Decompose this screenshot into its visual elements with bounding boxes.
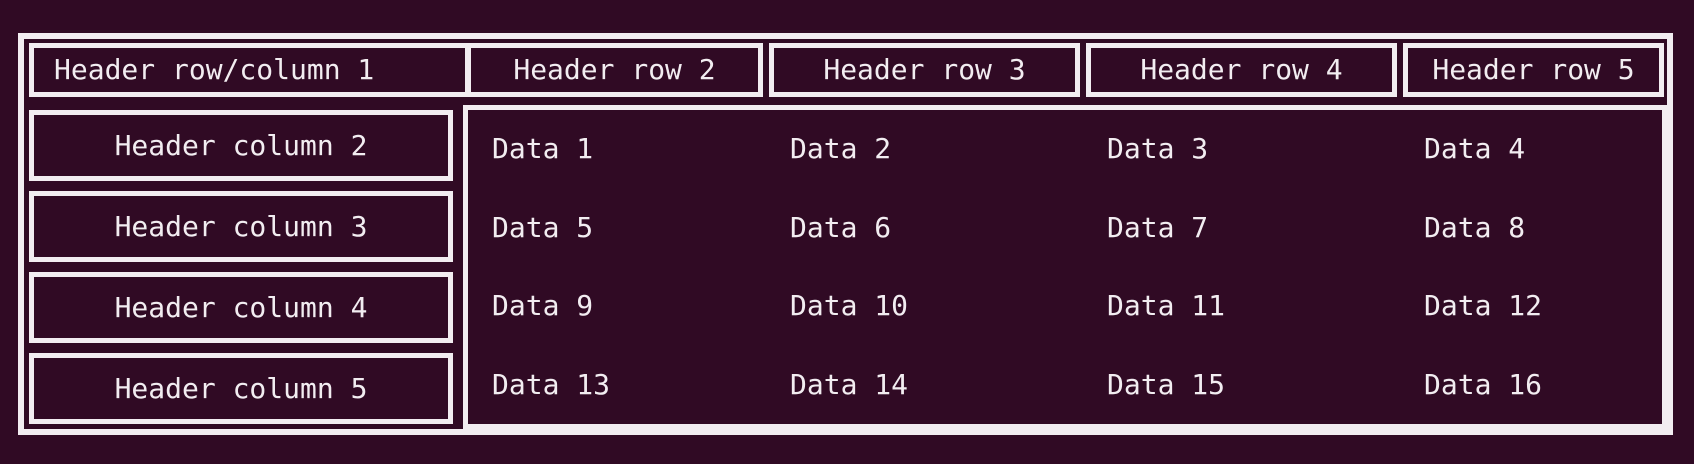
column-header-cell: Header row 5 bbox=[1403, 43, 1664, 97]
data-cell: Data 9 bbox=[492, 289, 594, 323]
data-cell: Data 6 bbox=[790, 210, 892, 244]
data-cell: Data 12 bbox=[1424, 289, 1543, 323]
row-header-cell: Header column 2 bbox=[29, 110, 453, 181]
data-cell: Data 4 bbox=[1424, 132, 1526, 166]
row-header-cell: Header column 4 bbox=[29, 272, 453, 343]
data-cell: Data 13 bbox=[492, 367, 611, 401]
data-cell: Data 3 bbox=[1107, 132, 1209, 166]
column-header-cell: Header row 4 bbox=[1086, 43, 1397, 97]
data-cell: Data 1 bbox=[492, 132, 594, 166]
data-cell: Data 8 bbox=[1424, 210, 1526, 244]
row-header-cell: Header column 5 bbox=[29, 353, 453, 424]
row-header-cell: Header column 3 bbox=[29, 191, 453, 262]
data-cell: Data 5 bbox=[492, 210, 594, 244]
corner-header-cell: Header row/column 1 bbox=[29, 43, 470, 97]
table-body: Data 1 Data 2 Data 3 Data 4 Data 5 Data … bbox=[463, 105, 1667, 429]
data-cell: Data 10 bbox=[790, 289, 909, 323]
data-cell: Data 2 bbox=[790, 132, 892, 166]
data-cell: Data 7 bbox=[1107, 210, 1209, 244]
data-cell: Data 16 bbox=[1424, 367, 1543, 401]
column-header-cell: Header row 3 bbox=[769, 43, 1080, 97]
data-cell: Data 15 bbox=[1107, 367, 1226, 401]
data-table: Header row/column 1 Header row 2 Header … bbox=[18, 33, 1673, 435]
column-header-cell: Header row 2 bbox=[466, 43, 763, 97]
data-cell: Data 11 bbox=[1107, 289, 1226, 323]
data-cell: Data 14 bbox=[790, 367, 909, 401]
